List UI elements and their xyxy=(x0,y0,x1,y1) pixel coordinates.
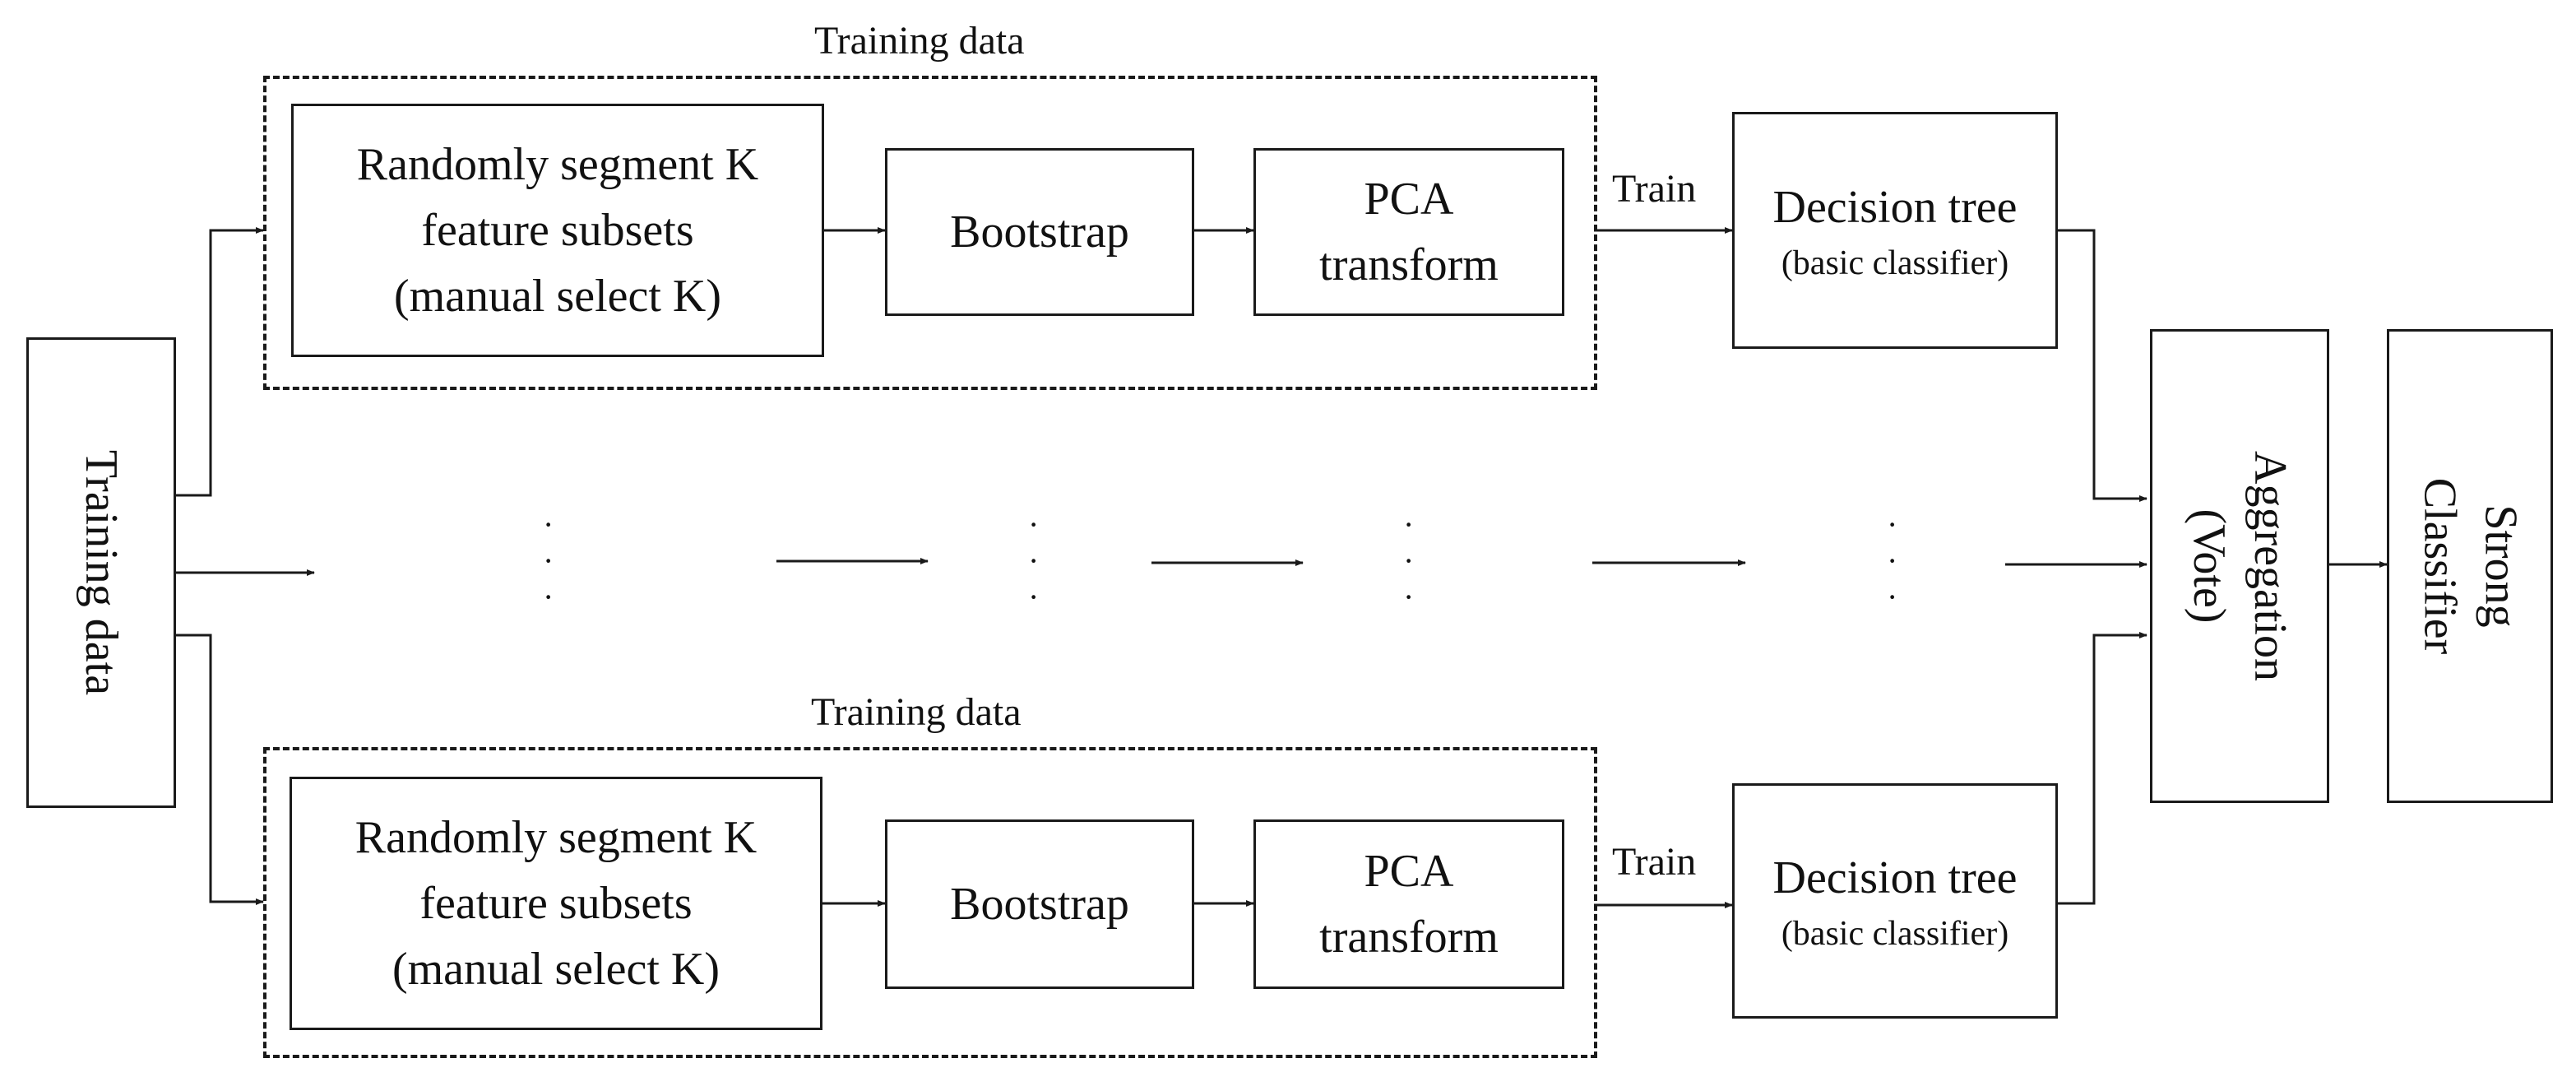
top-segment-line-3: (manual select K) xyxy=(393,271,722,322)
strong-classifier-box xyxy=(2387,329,2553,803)
strong-classifier-label: Strong Classifier xyxy=(2409,478,2531,655)
top-tree-to-aggregation-arrow xyxy=(2056,229,2147,502)
bottom-pca-line-2: transform xyxy=(1319,912,1499,963)
bottom-tree-line-1: Decision tree xyxy=(1772,852,2018,903)
bottom-group-label: Training data xyxy=(811,690,1022,734)
aggregation-label-wrap: Aggregation (Vote) xyxy=(2150,329,2329,803)
training-data-input-box xyxy=(26,337,176,808)
top-segment-box: Randomly segment K feature subsets (manu… xyxy=(291,104,824,357)
bottom-decision-tree-box: Decision tree (basic classifier) xyxy=(1732,783,2058,1019)
bottom-segment-box: Randomly segment K feature subsets (manu… xyxy=(290,777,822,1030)
input-to-top-arrow xyxy=(174,227,264,497)
top-bootstrap-box: Bootstrap xyxy=(885,148,1194,316)
bottom-tree-to-aggregation-arrow xyxy=(2056,632,2147,905)
strong-classifier-label-wrap: Strong Classifier xyxy=(2387,329,2553,803)
top-segment-line-2: feature subsets xyxy=(421,205,694,256)
aggregation-box xyxy=(2150,329,2329,803)
ellipsis-1: · · · xyxy=(543,506,554,615)
aggregation-label: Aggregation (Vote) xyxy=(2179,451,2300,681)
bottom-pca-box: PCA transform xyxy=(1253,819,1564,989)
ellipsis-3: · · · xyxy=(1403,506,1415,615)
top-group-label: Training data xyxy=(814,19,1025,63)
bottom-segment-line-2: feature subsets xyxy=(419,878,693,929)
training-data-input-label-wrap: Training data xyxy=(26,337,176,808)
top-tree-line-1: Decision tree xyxy=(1772,182,2018,233)
top-pca-line-2: transform xyxy=(1319,239,1499,290)
top-decision-tree-box: Decision tree (basic classifier) xyxy=(1732,112,2058,349)
top-train-label: Train xyxy=(1612,167,1697,211)
top-pca-line-1: PCA xyxy=(1364,174,1454,225)
top-segment-line-1: Randomly segment K xyxy=(356,139,759,190)
bottom-tree-line-2: (basic classifier) xyxy=(1781,915,2009,953)
top-bootstrap-label: Bootstrap xyxy=(950,207,1129,258)
top-tree-line-2: (basic classifier) xyxy=(1781,244,2009,282)
input-to-bottom-arrow xyxy=(174,634,264,905)
training-data-input-label: Training data xyxy=(76,449,127,696)
bottom-train-label: Train xyxy=(1612,840,1697,884)
bottom-pca-line-1: PCA xyxy=(1364,846,1454,897)
strong-classifier-line-1: Strong xyxy=(2475,504,2526,628)
aggregation-line-2: (Vote) xyxy=(2184,508,2235,624)
ellipsis-2: · · · xyxy=(1028,506,1040,615)
top-pca-box: PCA transform xyxy=(1253,148,1564,316)
aggregation-line-1: Aggregation xyxy=(2245,451,2296,681)
bottom-training-data-group xyxy=(263,747,1597,1058)
bottom-segment-line-1: Randomly segment K xyxy=(354,812,758,863)
bottom-segment-line-3: (manual select K) xyxy=(391,944,720,995)
bottom-bootstrap-box: Bootstrap xyxy=(885,819,1194,989)
bottom-bootstrap-label: Bootstrap xyxy=(950,879,1129,930)
top-training-data-group xyxy=(263,76,1597,390)
ellipsis-4: · · · xyxy=(1887,506,1898,615)
strong-classifier-line-2: Classifier xyxy=(2414,477,2465,655)
